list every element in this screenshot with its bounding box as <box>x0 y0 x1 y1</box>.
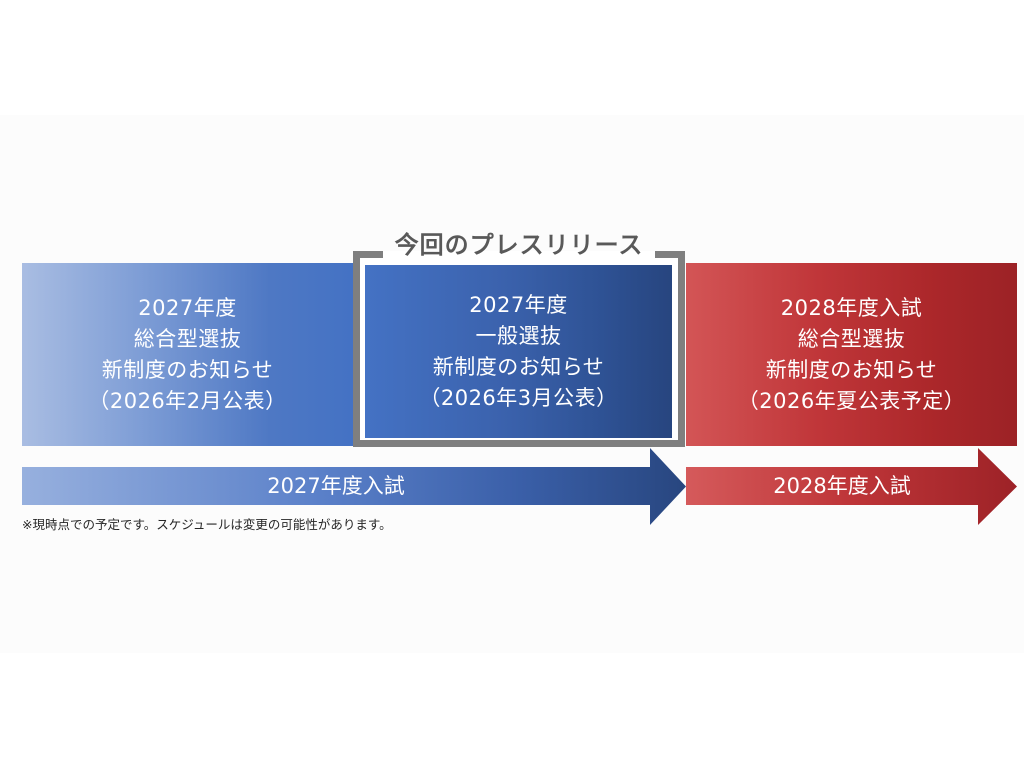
highlight-label: 今回のプレスリリース <box>394 231 644 259</box>
arrow-label-2027: 2027年度入試 <box>267 474 405 498</box>
announcement-box-2028-comprehensive: 2028年度入試 総合型選抜 新制度のお知らせ （2026年夏公表予定） <box>686 263 1017 446</box>
bracket-corner-left <box>353 251 383 258</box>
box-line: 新制度のお知らせ <box>432 354 605 379</box>
box-line: （2026年夏公表予定） <box>737 388 966 413</box>
box-line: 2027年度 <box>469 292 568 317</box>
box-line: 2027年度 <box>138 295 237 320</box>
arrow-2027-icon <box>22 448 686 525</box>
arrow-2028-icon <box>686 448 1017 525</box>
box-line: 新制度のお知らせ <box>101 357 274 382</box>
box-line: 一般選抜 <box>475 323 562 348</box>
schedule-disclaimer: ※現時点での予定です。スケジュールは変更の可能性があります。 <box>22 517 392 532</box>
announcement-box-2027-comprehensive: 2027年度 総合型選抜 新制度のお知らせ （2026年2月公表） <box>22 263 353 446</box>
box-line: 総合型選抜 <box>797 326 906 351</box>
box-line: 総合型選抜 <box>133 326 242 351</box>
box-line: 新制度のお知らせ <box>765 357 938 382</box>
bracket-corner-right <box>655 251 685 258</box>
box-line: （2026年3月公表） <box>419 385 618 410</box>
arrow-label-2028: 2028年度入試 <box>773 474 911 498</box>
announcement-box-2027-general: 2027年度 一般選抜 新制度のお知らせ （2026年3月公表） <box>365 265 672 438</box>
box-line: （2026年2月公表） <box>88 388 287 413</box>
box-line: 2028年度入試 <box>780 295 923 320</box>
